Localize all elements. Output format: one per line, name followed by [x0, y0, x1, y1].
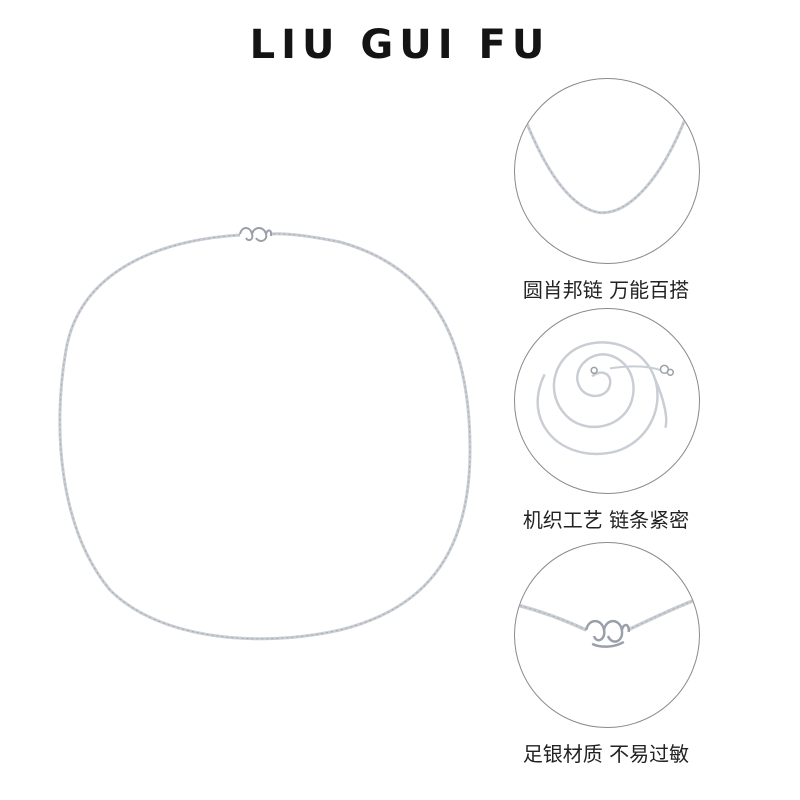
necklace-icon [58, 227, 472, 641]
feature-image-material [514, 542, 700, 728]
brand-logo: LIU GUI FU [249, 22, 551, 68]
necklace-product-image [40, 200, 490, 660]
feature-caption: 机织工艺 链条紧密 [522, 508, 690, 532]
feature-image-weave [514, 308, 700, 494]
feature-caption: 圆肖邦链 万能百搭 [522, 278, 690, 302]
necklace-drape-icon [523, 108, 691, 215]
coiled-chain-icon [536, 341, 675, 456]
feature-material: 足银材质 不易过敏 [506, 542, 706, 767]
feature-caption: 足银材质 不易过敏 [522, 742, 690, 766]
feature-image-drape [514, 78, 700, 264]
feature-weave: 机织工艺 链条紧密 [506, 308, 706, 533]
feature-drape: 圆肖邦链 万能百搭 [506, 78, 706, 303]
clasp-closeup-icon [515, 596, 699, 648]
